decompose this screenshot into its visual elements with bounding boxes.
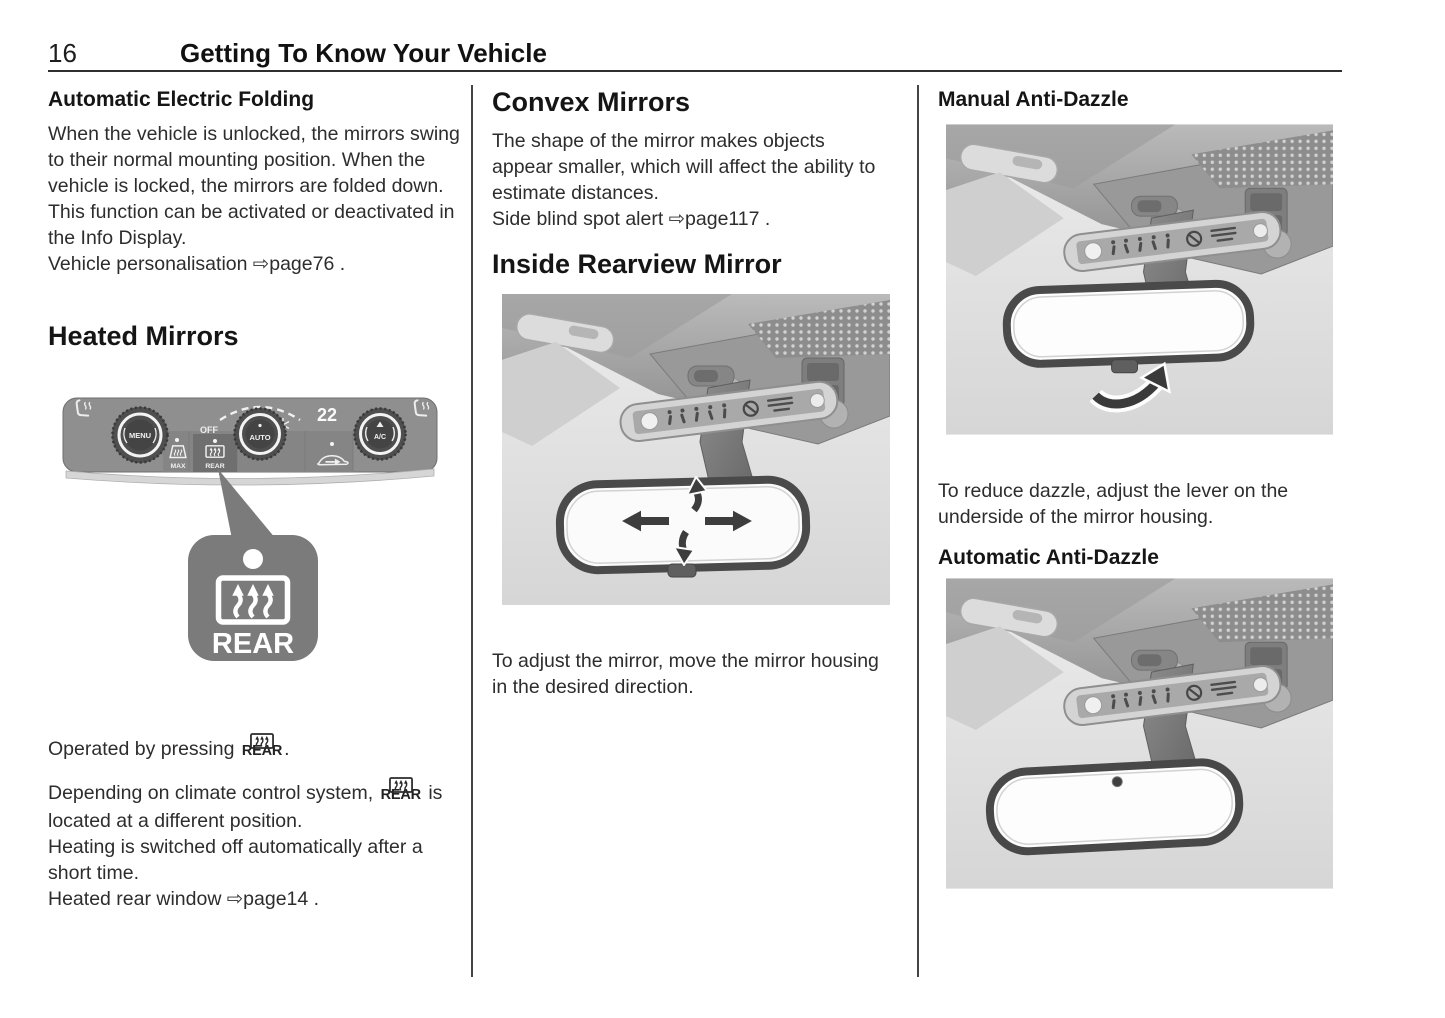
figure-climate-control-panel: OFF 22 MAX REAR — [50, 387, 440, 679]
paragraph-operated: Operated by pressing REAR. — [48, 736, 462, 764]
climate-control-panel-illustration: OFF 22 MAX REAR — [62, 397, 438, 661]
heated-rear-window-icon — [388, 777, 413, 793]
rearview-mirror — [985, 758, 1244, 856]
fan-arc — [219, 405, 301, 422]
manual-anti-dazzle-illustration — [946, 124, 1333, 435]
paragraph-depending: Depending on climate control system, REA… — [48, 780, 462, 834]
svg-text:MENU: MENU — [129, 431, 151, 440]
column-divider-right — [917, 85, 919, 977]
heading-inside-rearview-mirror: Inside Rearview Mirror — [492, 249, 782, 279]
arrow-left — [619, 508, 671, 534]
section-reduce-dazzle-text: To reduce dazzle, adjust the lever on th… — [938, 478, 1342, 570]
badge-label: REAR — [212, 628, 294, 660]
section-heading: Manual Anti-Dazzle — [938, 88, 1129, 111]
rearview-mirror — [555, 475, 811, 575]
panel-bottom-trim — [65, 468, 435, 486]
rearview-mirror-adjust-illustration — [502, 294, 890, 605]
rear-callout-badge: REAR — [188, 535, 318, 661]
rearview-mirror — [1002, 279, 1255, 368]
section-inside-rearview-text: To adjust the mirror, move the mirror ho… — [492, 648, 890, 700]
badge-dot — [243, 549, 263, 569]
menu-knob: MENU — [111, 406, 169, 464]
rear-button-reference: REAR — [242, 736, 282, 764]
paragraph: The shape of the mirror makes objects ap… — [492, 129, 876, 204]
air-recirculation-button — [316, 442, 349, 467]
temperature-display: 22 — [317, 405, 337, 425]
svg-text:REAR: REAR — [205, 463, 224, 470]
automatic-anti-dazzle-illustration — [946, 578, 1333, 889]
heading-automatic-anti-dazzle: Automatic Anti-Dazzle — [938, 546, 1159, 569]
max-demist-button: MAX — [169, 438, 187, 470]
paragraph: This function can be activated or deacti… — [48, 201, 455, 250]
lever-rotate-arrow — [1089, 361, 1172, 413]
paragraph: To reduce dazzle, adjust the lever on th… — [938, 480, 1289, 528]
arrow-right — [703, 508, 755, 534]
section-heated-mirrors-text: Operated by pressing REAR. Depending on … — [48, 716, 462, 912]
auto-knob: AUTO — [233, 407, 287, 461]
section-automatic-electric-folding: Automatic Electric Folding When the vehi… — [48, 88, 460, 277]
callout-tail — [218, 469, 276, 539]
header-rule — [48, 70, 1342, 72]
anti-dazzle-lever — [667, 563, 697, 578]
section-heading: Automatic Electric Folding — [48, 88, 315, 111]
ac-knob: A/C — [353, 407, 407, 461]
section-heading: Convex Mirrors — [492, 87, 691, 117]
paragraph-page-reference: Side blind spot alert ⇨page117 . — [492, 207, 771, 230]
paragraph-page-reference: Vehicle personalisation ⇨page76 . — [48, 253, 346, 276]
arrow-down-head — [673, 546, 695, 566]
light-sensor-dot — [1111, 776, 1123, 788]
figure-manual-anti-dazzle — [946, 124, 1333, 435]
page-title: Getting To Know Your Vehicle — [180, 38, 547, 68]
page-number: 16 — [48, 38, 77, 68]
column-divider-left — [471, 85, 473, 977]
figure-inside-rearview-mirror — [502, 294, 890, 605]
paragraph: To adjust the mirror, move the mirror ho… — [492, 650, 879, 698]
section-convex-mirrors: Convex Mirrors The shape of the mirror m… — [492, 87, 890, 232]
off-label: OFF — [200, 425, 218, 435]
heated-rear-window-icon — [250, 733, 275, 749]
svg-text:AUTO: AUTO — [249, 433, 270, 442]
figure-automatic-anti-dazzle — [946, 578, 1333, 889]
heading-heated-mirrors: Heated Mirrors — [48, 321, 239, 351]
paragraph: When the vehicle is unlocked, the mirror… — [48, 123, 460, 198]
rear-heating-button: REAR — [193, 434, 237, 472]
rear-button-reference: REAR — [381, 780, 421, 808]
paragraph-page-reference: Heated rear window ⇨page14 . — [48, 888, 320, 910]
svg-text:MAX: MAX — [170, 463, 186, 470]
arrow-head — [1138, 361, 1172, 394]
svg-text:A/C: A/C — [374, 434, 386, 441]
anti-dazzle-lever — [1111, 359, 1139, 374]
paragraph: Heating is switched off automatically af… — [48, 836, 423, 884]
arrow-up-head — [686, 476, 708, 496]
adjust-arrows — [619, 476, 755, 566]
section-manual-anti-dazzle: Manual Anti-Dazzle — [938, 88, 1342, 121]
